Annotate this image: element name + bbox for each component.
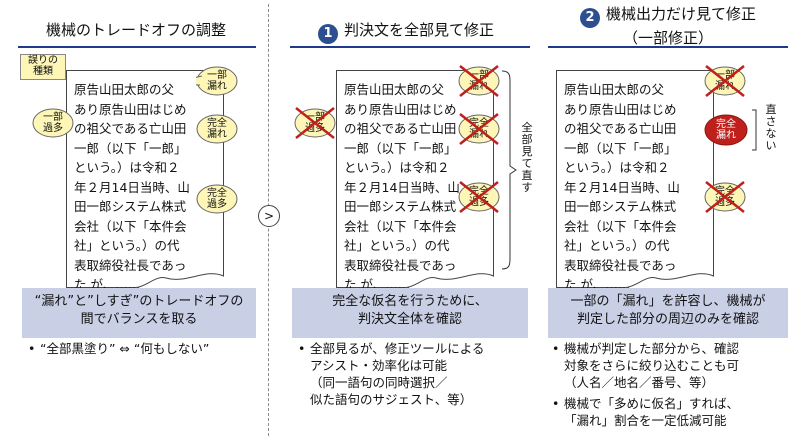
col1-title: 機械のトレードオフの調整 xyxy=(45,21,226,39)
document-line: 表取締役社長であっ xyxy=(344,257,457,273)
cross-mark-icon xyxy=(705,65,745,97)
document-line: 原告山田太郎の父 xyxy=(74,82,175,97)
document-line: 社」という。）の代 xyxy=(74,238,180,253)
side-note-fix-all: 全部見て直す xyxy=(521,121,533,194)
number-badge-2: 2 xyxy=(579,8,600,28)
document-line: 田一郎システム株式 xyxy=(344,199,457,214)
document-line: の祖父である亡山田 xyxy=(344,121,457,136)
label-full-miss-red: 完全漏れ xyxy=(704,114,748,146)
document-line: 社」という。）の代 xyxy=(344,238,450,253)
label-full-over: 完全過多 xyxy=(196,184,238,214)
document-line: 年２月14日当時、山 xyxy=(344,179,460,195)
document-page-icon xyxy=(336,70,494,288)
document-line: 年２月14日当時、山 xyxy=(74,179,190,195)
document-text: 原告山田太郎の父あり原告山田はじめの祖父である亡山田一郎（以下「一郎」という。）… xyxy=(564,80,714,295)
document-line: 年２月14日当時、山 xyxy=(564,179,680,195)
summary-band-col1: “漏れ”と”しすぎ”のトレードオフの間でバランスを取る xyxy=(22,288,256,338)
document-line: 会社（以下「本件会 xyxy=(74,218,187,234)
document-line: 一郎（以下「一郎」 xyxy=(344,140,457,156)
document-line: 原告山田太郎の父 xyxy=(344,82,445,97)
bullets-col3: 機械が判定した部分から、確認 対象をさらに絞り込むことも可 （人名／地名／番号、… xyxy=(552,340,792,433)
document-line: という。）は令和２ xyxy=(74,160,180,175)
cross-mark-icon xyxy=(459,113,499,145)
error-type-tag: 誤りの種類 xyxy=(20,54,66,80)
bullets-col1: “全部黒塗り” ⇔ “何もしない” xyxy=(28,340,258,361)
label-partial-miss: 一部漏れ xyxy=(196,66,238,96)
document-line: 表取締役社長であっ xyxy=(564,257,677,273)
document-line: という。）は令和２ xyxy=(344,160,450,175)
document-line: 会社（以下「本件会 xyxy=(344,218,457,234)
document-line: 社」という。）の代 xyxy=(564,238,670,253)
label-full-miss: 完全漏れ xyxy=(196,114,238,144)
bullet-item: “全部黒塗り” ⇔ “何もしない” xyxy=(28,340,258,357)
document-col3: 原告山田太郎の父あり原告山田はじめの祖父である亡山田一郎（以下「一郎」という。）… xyxy=(556,70,714,292)
next-arrow-icon: > xyxy=(258,205,280,227)
document-line: 原告山田太郎の父 xyxy=(564,82,665,97)
col2-title-rule xyxy=(290,46,530,48)
col1-title-rule xyxy=(18,46,256,48)
document-line: 一郎（以下「一郎」 xyxy=(74,140,187,156)
document-line: 会社（以下「本件会 xyxy=(564,218,677,234)
summary-band-col2: 完全な仮名を行うために、判決文全体を確認 xyxy=(292,288,528,338)
col3-title-rule xyxy=(548,46,788,48)
bracket-icon xyxy=(752,109,757,151)
document-line: という。）は令和２ xyxy=(564,160,670,175)
document-col1: 原告山田太郎の父あり原告山田はじめの祖父である亡山田一郎（以下「一郎」という。）… xyxy=(66,70,224,292)
bracket-icon xyxy=(501,70,517,270)
document-line: の祖父である亡山田 xyxy=(564,121,677,136)
summary-band-col3: 一部の「漏れ」を許容し、機械が判定した部分の周辺のみを確認 xyxy=(548,288,788,338)
col3-title-line2: （一部修正） xyxy=(622,29,713,47)
document-line: あり原告山田はじめ xyxy=(564,101,677,117)
bullet-item: 全部見るが、修正ツールによる アシスト・効率化は可能 （同一語句の同時選択／ 似… xyxy=(298,340,530,408)
cross-mark-icon xyxy=(295,107,335,139)
document-line: あり原告山田はじめ xyxy=(74,101,187,117)
cross-mark-icon xyxy=(459,65,499,97)
document-line: の祖父である亡山田 xyxy=(74,121,187,136)
side-note-no-fix: 直さない xyxy=(765,103,777,152)
col2-title: 1 判決文を全部見て修正 xyxy=(296,20,516,44)
cross-mark-icon xyxy=(705,181,745,213)
bullets-col2: 全部見るが、修正ツールによる アシスト・効率化は可能 （同一語句の同時選択／ 似… xyxy=(298,340,530,412)
document-page-icon xyxy=(556,70,714,288)
cross-mark-icon xyxy=(459,181,499,213)
document-line: 田一郎システム株式 xyxy=(564,199,677,214)
bullet-item: 機械が判定した部分から、確認 対象をさらに絞り込むことも可 （人名／地名／番号、… xyxy=(552,340,792,391)
document-line: 表取締役社長であっ xyxy=(74,257,187,273)
number-badge-1: 1 xyxy=(317,24,338,44)
label-partial-over: 一部過多 xyxy=(32,108,74,138)
document-line: あり原告山田はじめ xyxy=(344,101,457,117)
document-line: 田一郎システム株式 xyxy=(74,199,187,214)
bullet-item: 機械で「多めに仮名」すれば、 「漏れ」割合を一定低減可能 xyxy=(552,395,792,429)
document-page-icon xyxy=(66,70,224,288)
col2-title-text: 判決文を全部見て修正 xyxy=(343,21,494,39)
document-line: 一郎（以下「一郎」 xyxy=(564,140,677,156)
